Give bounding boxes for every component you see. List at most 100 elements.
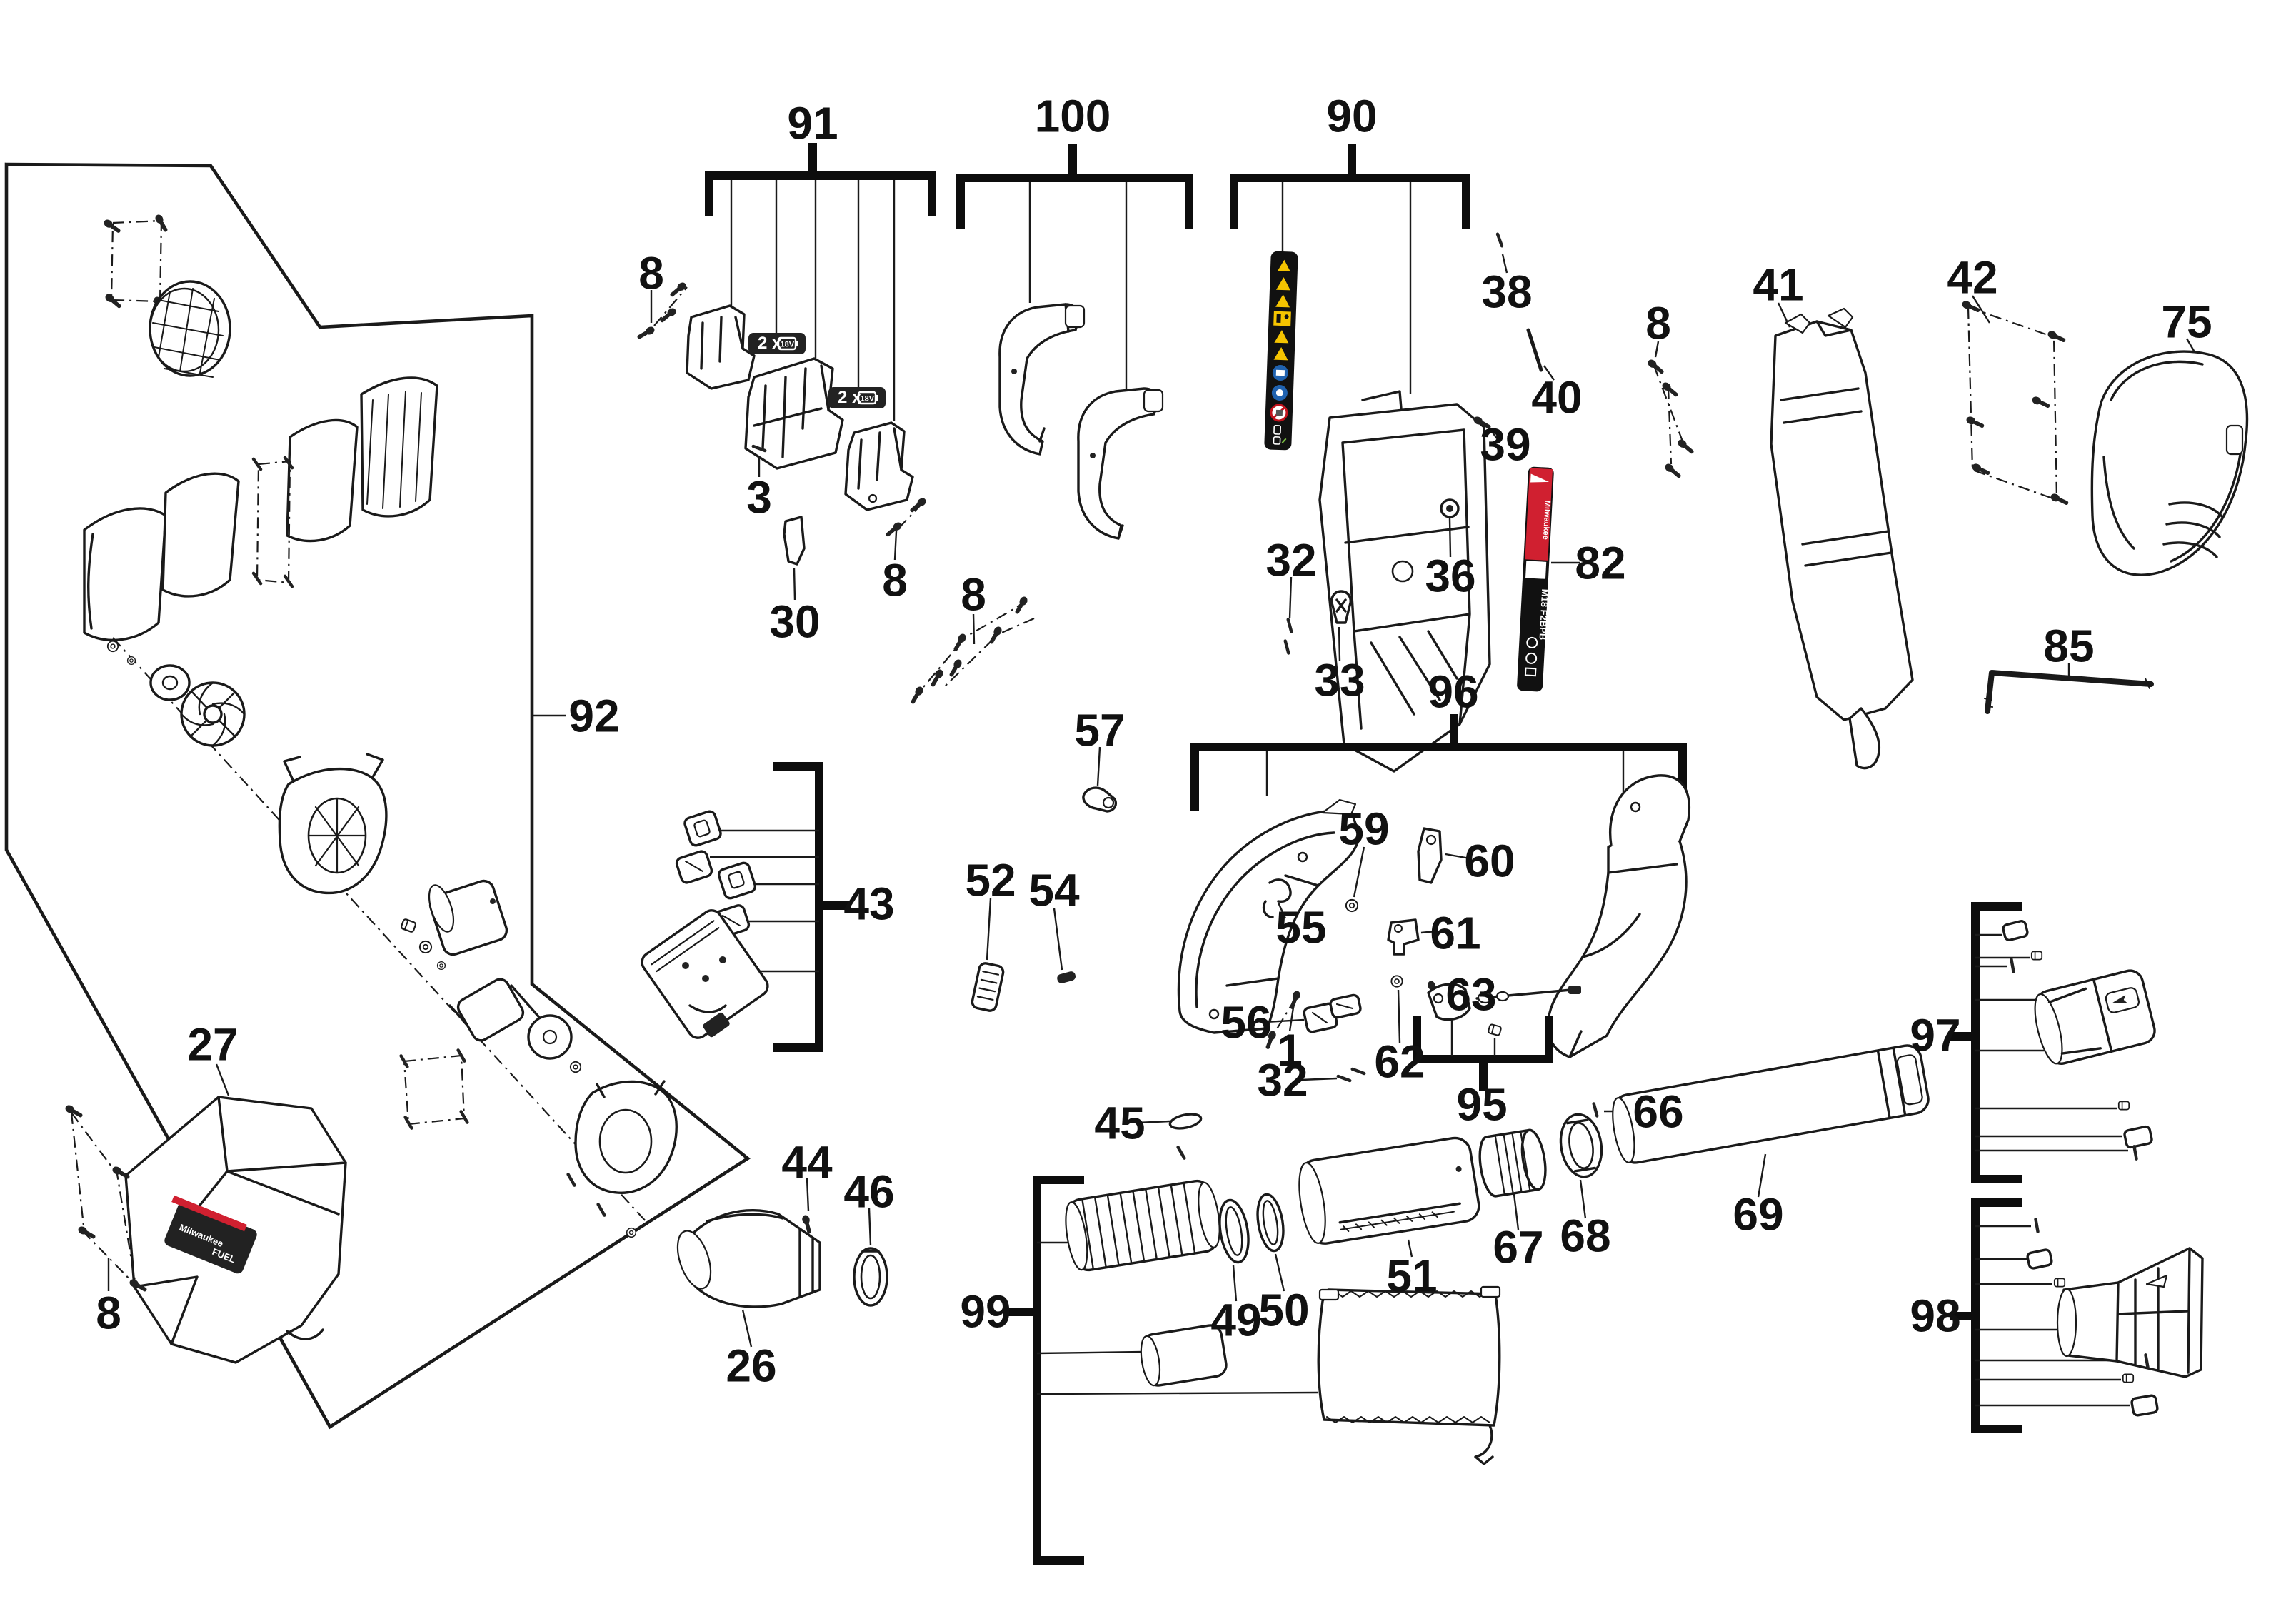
part-30-clip <box>783 516 806 601</box>
part-switch-b <box>675 850 713 884</box>
part-39-screw <box>1472 415 1498 439</box>
part-46-clamp <box>853 1208 888 1307</box>
part-54-pin <box>1053 908 1076 983</box>
part-handle-half-left <box>1177 798 1361 1034</box>
part-69-long-tube <box>1612 1044 1930 1164</box>
svg-text:M18 F2BPB: M18 F2BPB <box>1538 588 1551 640</box>
part-97-coupler <box>2034 969 2156 1065</box>
part-callout-57: 57 <box>1074 704 1125 756</box>
part-38-screw <box>1495 231 1508 274</box>
milwaukee-fuel-label: Milwaukee FUEL <box>164 1195 257 1274</box>
fan-housing-shells <box>83 376 438 642</box>
part-26-elbow <box>676 1209 821 1348</box>
part-56-switch-assembly <box>1265 993 1362 1033</box>
part-bellows <box>1065 1179 1220 1272</box>
no-rain-icon <box>1270 404 1288 422</box>
battery-qty-badge: 2 x 18V <box>748 333 806 354</box>
part-callout-95: 95 <box>1456 1078 1507 1130</box>
part-handle-rear <box>1077 387 1164 540</box>
battery-insert-icon <box>1273 425 1287 445</box>
group-95-kit <box>1413 983 1553 1091</box>
part-callout-8: 8 <box>882 554 908 606</box>
part-90-backplate-housing <box>1318 390 1491 773</box>
part-handle-front <box>998 303 1086 456</box>
part-44-screw <box>801 1178 813 1235</box>
motor-assembly <box>106 637 678 1238</box>
part-callout-41: 41 <box>1753 259 1803 310</box>
part-callout-52: 52 <box>965 854 1016 906</box>
part-callout-97: 97 <box>1910 1009 1960 1061</box>
part-callout-59: 59 <box>1338 803 1389 854</box>
part-62-washer <box>1390 975 1403 1043</box>
part-callout-50: 50 <box>1258 1284 1309 1335</box>
rotating-fan-icon <box>1275 294 1290 308</box>
part-45-disc <box>1138 1113 1203 1161</box>
part-callout-44: 44 <box>781 1136 833 1188</box>
part-98-horn-nozzle <box>2056 1247 2204 1378</box>
part-callout-30: 30 <box>769 596 820 647</box>
group-43-electronics <box>641 762 851 1052</box>
part-95-boot <box>1427 983 1471 1021</box>
part-callout-75: 75 <box>2161 296 2212 347</box>
part-callout-100: 100 <box>1035 90 1111 141</box>
part-40-pin <box>1526 328 1555 381</box>
part-cap-97b <box>2123 1125 2153 1149</box>
part-3-screw <box>751 444 768 477</box>
part-callout-39: 39 <box>1480 418 1530 470</box>
screws-8-91-right <box>883 496 928 561</box>
part-handle-half-right <box>1546 774 1690 1058</box>
end-housing <box>574 1080 678 1194</box>
screws-8-91-left <box>636 281 688 341</box>
svg-text:Milwaukee: Milwaukee <box>1541 500 1552 540</box>
part-throttle-rod <box>1475 986 1581 1004</box>
part-switch-a <box>683 810 722 847</box>
group-92-housing-assembly: Milwaukee FUEL <box>4 162 751 1430</box>
keep-bystanders-away-icon <box>1273 311 1291 326</box>
rotor <box>448 978 573 1060</box>
part-52-switch <box>971 898 1005 1012</box>
part-callout-68: 68 <box>1560 1210 1610 1261</box>
screws-motor <box>398 1048 637 1238</box>
part-callout-56: 56 <box>1220 996 1271 1048</box>
part-callout-99: 99 <box>960 1285 1011 1337</box>
screws-8-top <box>102 213 170 316</box>
group-91-battery-contacts: 2 x 18V 2 x 18V <box>636 143 936 601</box>
part-callout-51: 51 <box>1386 1250 1437 1301</box>
part-cap-98 <box>2026 1248 2053 1270</box>
part-57-clip <box>1082 746 1118 813</box>
part-27-motor-cover: Milwaukee FUEL <box>124 1096 347 1364</box>
svg-text:18V: 18V <box>861 395 875 404</box>
part-41-back-harness <box>1770 302 1914 770</box>
part-contact-center <box>744 357 844 470</box>
part-switch-c <box>717 861 757 900</box>
part-callout-32: 32 <box>1257 1054 1308 1106</box>
part-59-washer <box>1345 846 1365 913</box>
part-36-grommet <box>1440 498 1460 558</box>
fan-cup <box>149 664 191 701</box>
part-callout-91: 91 <box>787 97 838 149</box>
fan-wheel <box>180 681 246 747</box>
part-50-ring <box>1256 1193 1285 1292</box>
part-callout-42: 42 <box>1947 251 1997 303</box>
part-callout-62: 62 <box>1374 1036 1425 1087</box>
group-96-handle-housing <box>1177 714 1690 1118</box>
ear-eye-protection-icon <box>1271 384 1288 401</box>
group-92-boundary <box>4 162 751 1430</box>
part-callout-98: 98 <box>1910 1290 1960 1341</box>
part-callout-27: 27 <box>187 1018 238 1070</box>
part-callout-32: 32 <box>1265 534 1316 586</box>
part-55-wire-clip <box>1262 878 1292 919</box>
safety-label-90 <box>1264 251 1298 451</box>
part-67-ring <box>1478 1128 1547 1198</box>
part-callout-36: 36 <box>1425 550 1475 601</box>
part-contact-right <box>844 421 914 511</box>
part-51-tube <box>1298 1136 1480 1245</box>
part-32-screws <box>1283 576 1293 656</box>
part-callout-8: 8 <box>96 1287 121 1338</box>
group-97-nozzle-adapter <box>1950 902 2156 1183</box>
part-49-ring <box>1218 1198 1250 1302</box>
part-callout-96: 96 <box>1428 666 1478 717</box>
part-callout-26: 26 <box>726 1340 776 1391</box>
